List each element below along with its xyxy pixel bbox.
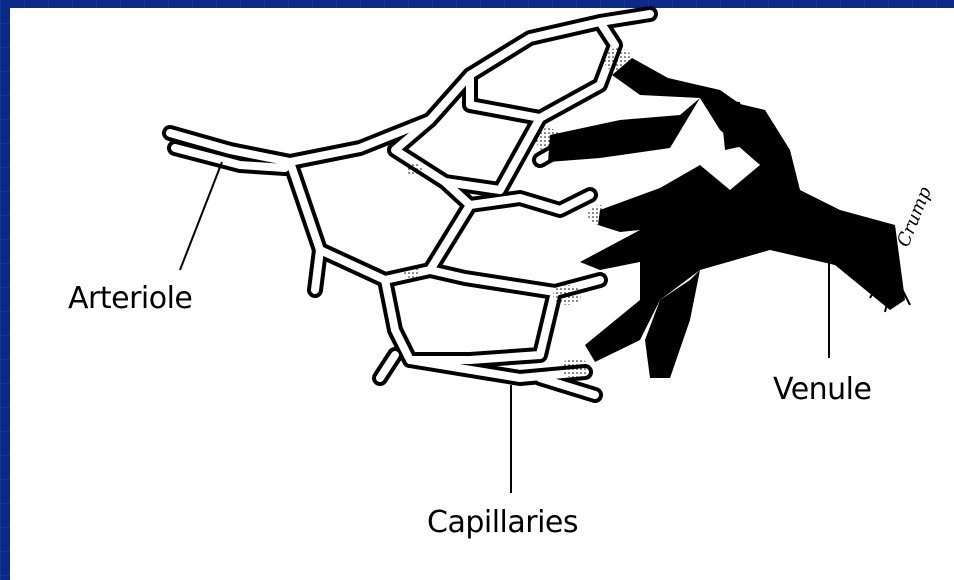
- arteriole-label: Arteriole: [68, 284, 192, 314]
- venule-label: Venule: [773, 375, 871, 405]
- capillaries-label: Capillaries: [427, 508, 578, 538]
- arteriole-leader: [180, 162, 222, 270]
- capillary-network: [170, 14, 650, 395]
- stipple-zones: [404, 48, 632, 378]
